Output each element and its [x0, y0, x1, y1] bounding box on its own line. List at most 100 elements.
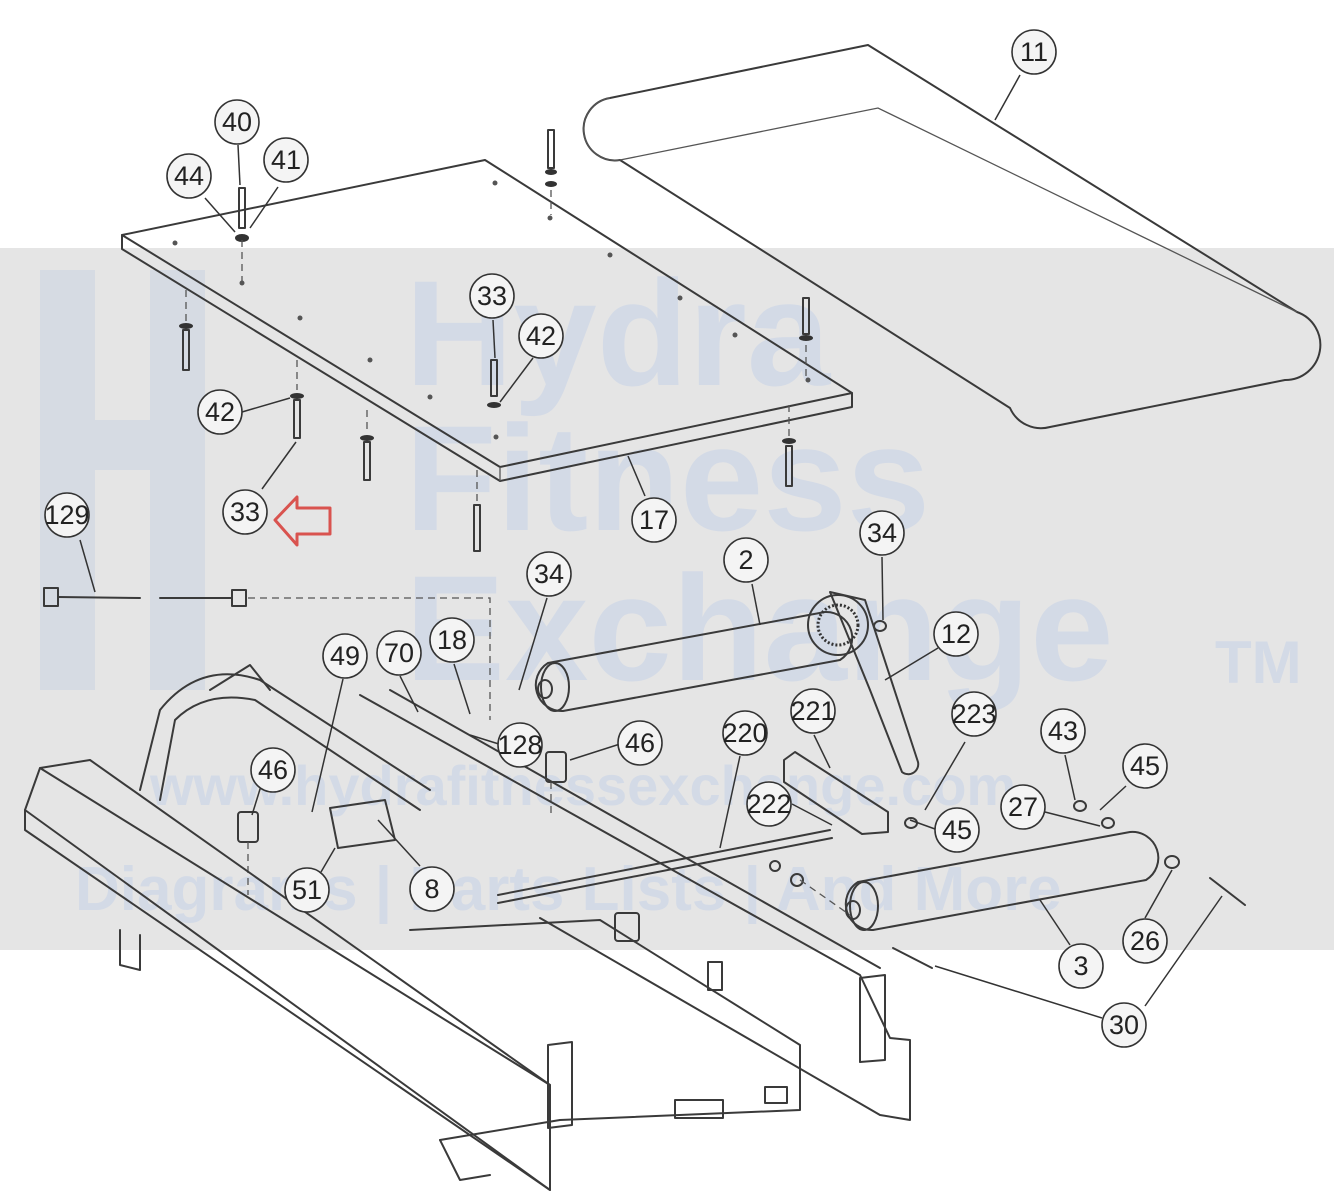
callout-circle	[1040, 708, 1086, 754]
watermark: Hydra Fitness Exchange TM www.hydrafitne…	[0, 248, 1334, 950]
callout-49: 49	[322, 633, 368, 679]
callout-label: 34	[867, 518, 897, 548]
callout-circle	[197, 389, 243, 435]
callout-18: 18	[429, 617, 475, 663]
callout-8: 8	[409, 866, 455, 912]
bolt-guides	[185, 190, 807, 502]
watermark-trademark: TM	[1215, 629, 1302, 696]
callout-label: 51	[292, 875, 322, 905]
callout-circle	[166, 153, 212, 199]
callout-label: 45	[1130, 751, 1160, 781]
callout-circle	[1058, 943, 1104, 989]
callout-45a: 45	[1122, 743, 1168, 789]
callout-circle	[746, 781, 792, 827]
deck-bolts	[179, 129, 813, 552]
callout-129: 129	[44, 492, 90, 538]
callout-30: 30	[1101, 1002, 1147, 1048]
callout-label: 41	[271, 145, 301, 175]
callout-label: 223	[951, 699, 996, 729]
highlight-arrow-icon	[273, 495, 332, 547]
callout-43: 43	[1040, 708, 1086, 754]
callout-circle	[722, 710, 768, 756]
callout-42a: 42	[518, 313, 564, 359]
callout-circle	[1011, 29, 1057, 75]
callout-circle	[497, 722, 543, 768]
callout-circle	[526, 551, 572, 597]
callout-circle	[429, 617, 475, 663]
callout-11: 11	[1011, 29, 1057, 75]
callout-34a: 34	[526, 551, 572, 597]
treadmill-frame	[24, 664, 911, 1191]
callout-3: 3	[1058, 943, 1104, 989]
callout-circle	[951, 691, 997, 737]
callout-46a: 46	[617, 720, 663, 766]
callout-circle	[518, 313, 564, 359]
callout-26: 26	[1122, 918, 1168, 964]
callout-circle	[790, 688, 836, 734]
callout-layer: 11 40 44 41 33 42 42 33 129 17 34 2 34 12 49 70 18 128 46 2…	[44, 29, 1168, 1048]
callout-label: 30	[1109, 1010, 1139, 1040]
callout-circle	[322, 633, 368, 679]
callout-circle	[1000, 784, 1046, 830]
callout-circle	[1101, 1002, 1147, 1048]
callout-circle	[1122, 743, 1168, 789]
callout-label: 34	[534, 559, 564, 589]
callout-label: 42	[526, 321, 556, 351]
callout-label: 44	[174, 161, 204, 191]
callout-44: 44	[166, 153, 212, 199]
callout-circle	[44, 492, 90, 538]
callout-label: 12	[941, 619, 971, 649]
callout-label: 43	[1048, 716, 1078, 746]
watermark-line1: Hydra	[405, 249, 832, 417]
callout-label: 222	[746, 789, 791, 819]
callout-128: 128	[497, 722, 543, 768]
rail-221	[783, 751, 889, 835]
callout-label: 46	[258, 755, 288, 785]
callout-221: 221	[790, 688, 836, 734]
front-roller	[534, 610, 854, 713]
callout-circle	[617, 720, 663, 766]
small-hardware	[237, 620, 1180, 916]
deck-board	[121, 159, 853, 482]
watermark-logo	[40, 270, 205, 690]
callout-circle	[933, 611, 979, 657]
callout-40: 40	[214, 99, 260, 145]
callout-circle	[409, 866, 455, 912]
callout-label: 33	[477, 281, 507, 311]
running-belt	[582, 44, 1322, 430]
callout-circle	[934, 807, 980, 853]
callout-34b: 34	[859, 510, 905, 556]
callout-33b: 33	[222, 489, 268, 535]
callout-circle	[469, 273, 515, 319]
callout-220: 220	[722, 710, 768, 756]
callout-label: 42	[205, 397, 235, 427]
callout-circle	[263, 137, 309, 183]
callout-label: 18	[437, 625, 467, 655]
callout-circle	[376, 630, 422, 676]
callout-45b: 45	[934, 807, 980, 853]
callout-circle	[222, 489, 268, 535]
callout-label: 221	[790, 696, 835, 726]
callout-label: 11	[1020, 37, 1048, 67]
callout-51: 51	[284, 867, 330, 913]
callout-circle	[631, 497, 677, 543]
callout-label: 17	[639, 505, 669, 535]
callout-label: 33	[230, 497, 260, 527]
callout-label: 8	[424, 874, 439, 904]
callout-42b: 42	[197, 389, 243, 435]
callout-label: 128	[497, 730, 542, 760]
leader-lines	[79, 74, 1223, 1019]
callout-label: 46	[625, 728, 655, 758]
callout-label: 40	[222, 107, 252, 137]
callout-2: 2	[723, 537, 769, 583]
callout-label: 49	[330, 641, 360, 671]
callout-17: 17	[631, 497, 677, 543]
callout-label: 3	[1073, 951, 1088, 981]
callout-41: 41	[263, 137, 309, 183]
callout-label: 70	[384, 638, 414, 668]
callout-circle	[1122, 918, 1168, 964]
callout-circle	[859, 510, 905, 556]
callout-46b: 46	[250, 747, 296, 793]
callout-223: 223	[951, 691, 997, 737]
